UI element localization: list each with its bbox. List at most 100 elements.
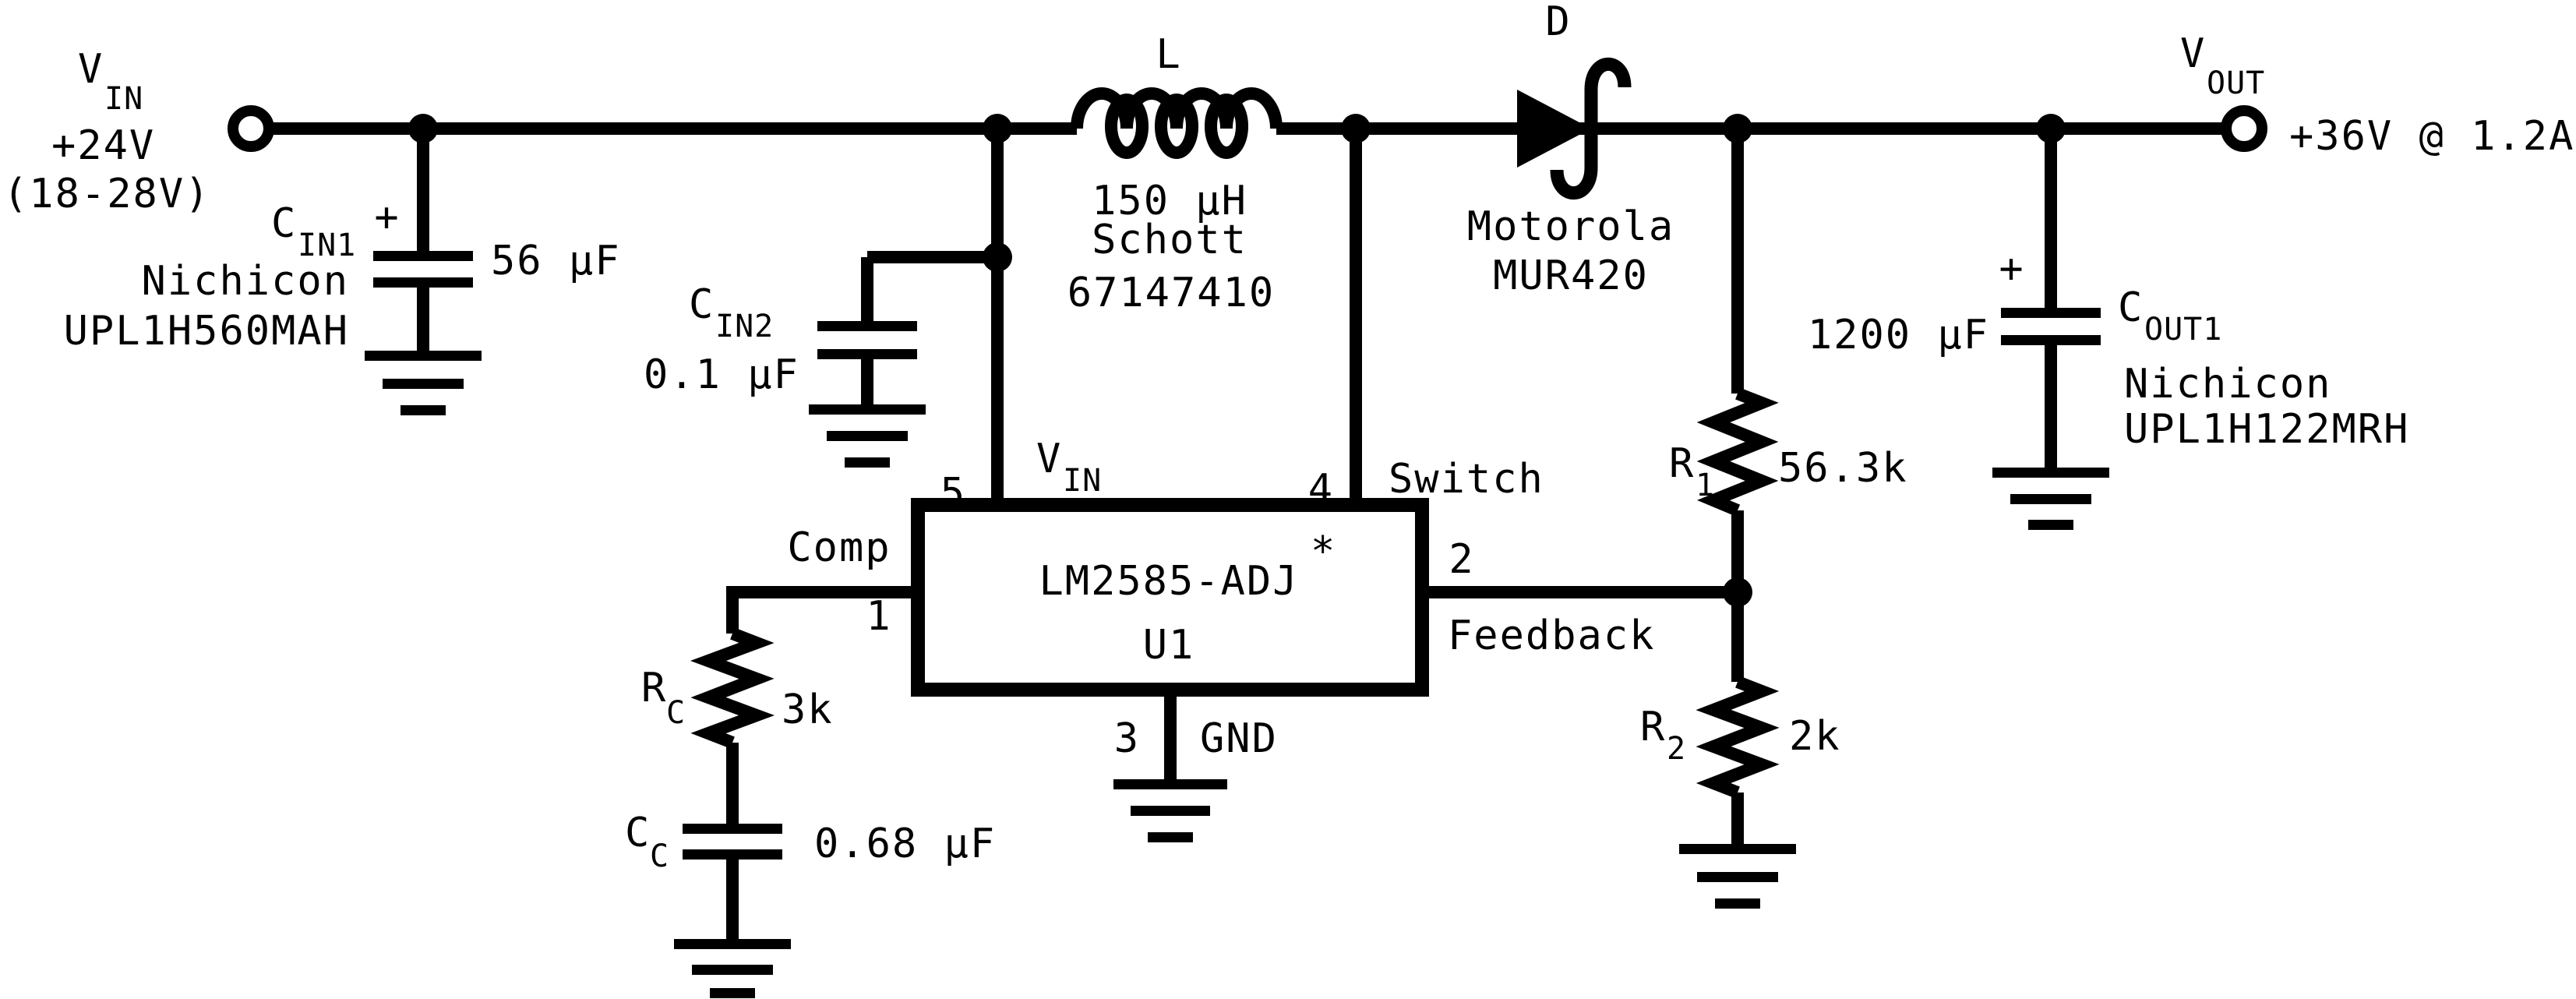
- inductor-loop: [1105, 94, 1149, 159]
- capacitor-cc: C C 0.68 µF: [625, 810, 996, 998]
- cout1-polarity: +: [1999, 245, 2024, 292]
- wire-comp: [726, 586, 918, 634]
- cin2-plate-bottom: [817, 349, 917, 359]
- pin5-number: 5: [940, 470, 966, 517]
- pin4-name: Switch: [1389, 456, 1544, 503]
- ground-symbol-cout1: [1992, 468, 2109, 530]
- ic-part-number: LM2585-ADJ: [1039, 558, 1298, 605]
- ground-bar: [383, 379, 464, 389]
- cc-ref: C: [625, 810, 651, 856]
- junction-r1-top: [1723, 114, 1752, 143]
- input-range: (18-28V): [3, 171, 210, 217]
- pin-1-comp: Comp 1: [787, 524, 891, 640]
- pin4-number: 4: [1308, 466, 1334, 513]
- pin-2-feedback: 2 Feedback: [1448, 536, 1655, 659]
- junction-feedback-node: [1723, 577, 1752, 607]
- cin1-polarity: +: [374, 194, 400, 241]
- pin5-name: V: [1036, 436, 1062, 482]
- pin1-name: Comp: [787, 524, 891, 571]
- rc-ref: R: [641, 665, 667, 711]
- diode-manufacturer: Motorola: [1467, 203, 1674, 250]
- ic-body: [911, 498, 1429, 697]
- ground-bar: [1715, 898, 1760, 909]
- ground-bar: [1992, 468, 2109, 478]
- junction-switch: [1341, 114, 1371, 143]
- r2-value: 2k: [1789, 713, 1841, 760]
- cin1-value: 56 µF: [491, 238, 621, 284]
- ground-symbol-cc: [674, 939, 791, 998]
- junction-cin2: [983, 242, 1012, 272]
- diode-part-number: MUR420: [1493, 252, 1649, 299]
- ground-bar: [1679, 844, 1796, 854]
- cout1-part-number: UPL1H122MRH: [2124, 406, 2409, 453]
- r2-ref-sub: 2: [1667, 731, 1686, 767]
- r2-ref: R: [1640, 704, 1666, 750]
- inductor-l: L 150 µH Schott 67147410: [1067, 31, 1283, 316]
- inductor-loop: [1205, 94, 1248, 159]
- ground-bar: [1131, 806, 1210, 816]
- input-label: V: [78, 46, 104, 93]
- cc-plate-bottom: [683, 849, 782, 860]
- pin3-number: 3: [1114, 715, 1140, 762]
- cout1-ref-sub: OUT1: [2144, 312, 2222, 348]
- output-rating: +36V @ 1.2A: [2289, 113, 2574, 160]
- ground-symbol-cin1: [365, 351, 482, 415]
- inductor-value: 150 µH: [1092, 178, 1247, 224]
- pin-5-vin: 5 V IN: [940, 436, 1102, 517]
- input-terminal: V IN +24V (18-28V): [3, 46, 274, 217]
- ground-bar: [1148, 832, 1193, 842]
- input-voltage: +24V: [51, 122, 155, 169]
- diode-cathode-curve: [1550, 57, 1632, 200]
- pin-3-gnd: 3 GND: [1113, 715, 1276, 842]
- junction-cout1: [2036, 114, 2066, 143]
- r2-zigzag: [1696, 676, 1780, 799]
- pin2-name: Feedback: [1448, 612, 1655, 659]
- cc-value: 0.68 µF: [814, 821, 996, 867]
- ground-symbol-r2: [1679, 844, 1796, 909]
- pin5-name-sub: IN: [1063, 463, 1102, 499]
- ic-ref: U1: [1143, 622, 1195, 669]
- junction-cin1: [408, 114, 438, 143]
- ic-note-marker: *: [1311, 528, 1336, 575]
- diode-anode-triangle: [1517, 90, 1591, 168]
- ground-bar: [365, 351, 482, 361]
- pin2-number: 2: [1449, 536, 1474, 583]
- wires: [269, 122, 2226, 939]
- cc-plate-top: [683, 824, 782, 834]
- cin1-ref-sub: IN1: [298, 228, 356, 263]
- diode-d: D Motorola MUR420: [1467, 0, 1674, 299]
- ground-bar: [692, 965, 773, 975]
- ground-bar: [2010, 494, 2091, 504]
- ground-bar: [845, 457, 890, 468]
- cin1-plate-bottom: [373, 277, 473, 288]
- ground-bar: [2028, 520, 2073, 530]
- cin2-ref-sub: IN2: [715, 309, 774, 344]
- resistor-rc: R C 3k: [641, 627, 834, 749]
- inductor-part-number: 67147410: [1067, 270, 1275, 316]
- cout1-plate-top: [2001, 308, 2101, 318]
- cout1-value: 1200 µF: [1808, 312, 1989, 358]
- cin2-value: 0.1 µF: [644, 351, 799, 398]
- ground-bar: [827, 431, 908, 441]
- cin1-manufacturer: Nichicon: [142, 258, 349, 305]
- rc-value: 3k: [782, 687, 834, 733]
- diode-ref: D: [1545, 0, 1571, 45]
- cc-ref-sub: C: [650, 838, 669, 874]
- pin-4-switch: 4 Switch: [1308, 456, 1544, 513]
- rc-ref-sub: C: [666, 695, 686, 731]
- junction-dots: [408, 114, 2066, 607]
- capacitor-cin2: C IN2 0.1 µF: [644, 281, 926, 468]
- input-label-sub: IN: [104, 81, 143, 117]
- output-label: V: [2180, 30, 2206, 77]
- resistor-r1: R 1 56.3k: [1669, 387, 1907, 517]
- output-label-sub: OUT: [2207, 65, 2265, 101]
- capacitor-cin1: C IN1 + 56 µF Nichicon UPL1H560MAH: [64, 194, 621, 415]
- cout1-ref: C: [2118, 284, 2144, 331]
- cout1-plate-bottom: [2001, 335, 2101, 345]
- ground-bar: [809, 404, 926, 415]
- output-terminal-circle: [2221, 105, 2267, 152]
- ground-bar: [401, 405, 446, 415]
- cin1-ref: C: [271, 200, 297, 247]
- pin1-number: 1: [866, 593, 891, 640]
